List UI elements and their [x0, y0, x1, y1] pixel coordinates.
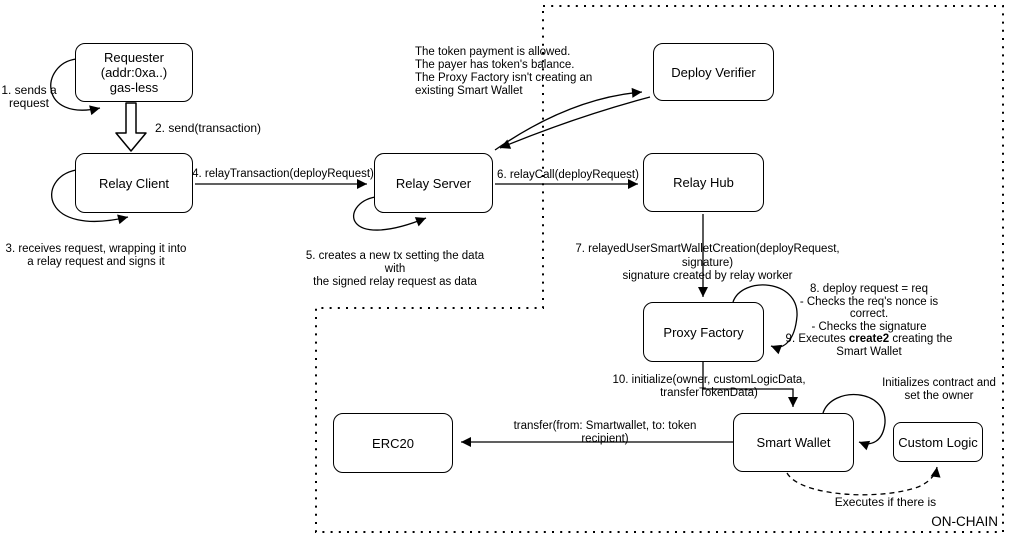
onchain-boundary: [315, 5, 1004, 533]
loop-relay-server: [353, 196, 427, 231]
label-step10: 10. initialize(owner, customLogicData, t…: [612, 374, 806, 399]
node-relay-server: Relay Server: [374, 153, 493, 213]
step9-line2: Smart Wallet: [836, 345, 902, 358]
label-step5: 5. creates a new tx setting the data wit…: [305, 250, 485, 288]
step8-line2: - Checks the req's nonce is correct.: [799, 295, 939, 321]
label-transfer: transfer(from: Smartwallet, to: token re…: [513, 420, 697, 445]
curve-verifier-to-server: [499, 96, 651, 149]
label-step2: 2. send(transaction): [155, 121, 262, 135]
step8-line1: 8. deploy request = req: [810, 283, 928, 295]
node-requester: Requester (addr:0xa..) gas-less: [75, 43, 193, 102]
node-relay-client: Relay Client: [75, 153, 193, 213]
node-relay-hub: Relay Hub: [643, 153, 764, 212]
loop-requester: [50, 58, 101, 116]
create2-bold: create2: [848, 333, 890, 346]
node-deploy-verifier: Deploy Verifier: [653, 43, 774, 101]
node-proxy-factory: Proxy Factory: [643, 302, 764, 362]
label-step3: 3. receives request, wrapping it into a …: [5, 243, 187, 268]
label-init-note: Initializes contract and set the owner: [882, 377, 996, 402]
label-step6: 6. relayCall(deployRequest): [497, 169, 639, 181]
label-step8-9: 8. deploy request = req - Checks the req…: [783, 283, 955, 359]
loop-proxy-factory: [732, 284, 798, 355]
label-step1: 1. sends a request: [1, 83, 57, 110]
dashed-executes-curve: [786, 466, 941, 496]
step9-line1: 9. Executes create2 creating the: [785, 333, 953, 346]
loop-smart-wallet: [822, 393, 886, 451]
loop-relay-client: [51, 169, 129, 225]
node-smart-wallet: Smart Wallet: [733, 413, 854, 472]
label-step7: 7. relayedUserSmartWalletCreation(deploy…: [575, 243, 840, 282]
label-verifier-note: The token payment is allowed. The payer …: [415, 46, 593, 97]
label-executes-note: Executes if there is: [834, 495, 937, 509]
send-transaction-arrow: [115, 102, 147, 152]
curve-server-to-verifier: [494, 87, 643, 151]
label-onchain: ON-CHAIN: [931, 514, 998, 529]
step8-line3: - Checks the signature: [811, 320, 927, 333]
arrow-initialize: [702, 362, 798, 407]
label-step4: 4. relayTransaction(deployRequest): [192, 168, 374, 180]
node-erc20: ERC20: [333, 413, 453, 473]
node-custom-logic: Custom Logic: [893, 422, 983, 462]
